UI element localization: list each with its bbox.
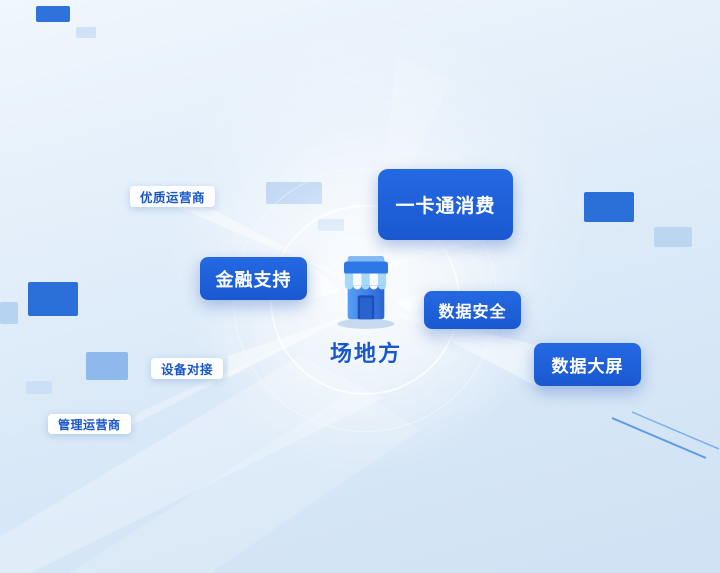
decor-rect <box>584 192 634 222</box>
decor-rect <box>76 27 96 38</box>
label-premium-operator: 优质运营商 <box>130 186 216 207</box>
label-management-operator: 管理运营商 <box>48 414 131 434</box>
decor-rect <box>36 6 70 22</box>
label-financial-support: 金融支持 <box>200 257 307 300</box>
label-device-connection: 设备对接 <box>151 358 224 379</box>
decor-rect <box>28 282 78 316</box>
decor-rect <box>86 352 128 380</box>
diagonal-lines <box>611 411 720 459</box>
decor-rect <box>26 381 52 394</box>
decor-rect <box>0 302 18 324</box>
label-data-dashboard: 数据大屏 <box>534 343 641 386</box>
decor-rect <box>654 227 692 247</box>
center-label: 场地方 <box>329 341 402 366</box>
center-node: 场地方 <box>310 244 422 368</box>
label-card-consumption: 一卡通消费 <box>378 169 513 240</box>
storefront-icon <box>336 256 396 329</box>
label-data-security: 数据安全 <box>424 291 521 329</box>
